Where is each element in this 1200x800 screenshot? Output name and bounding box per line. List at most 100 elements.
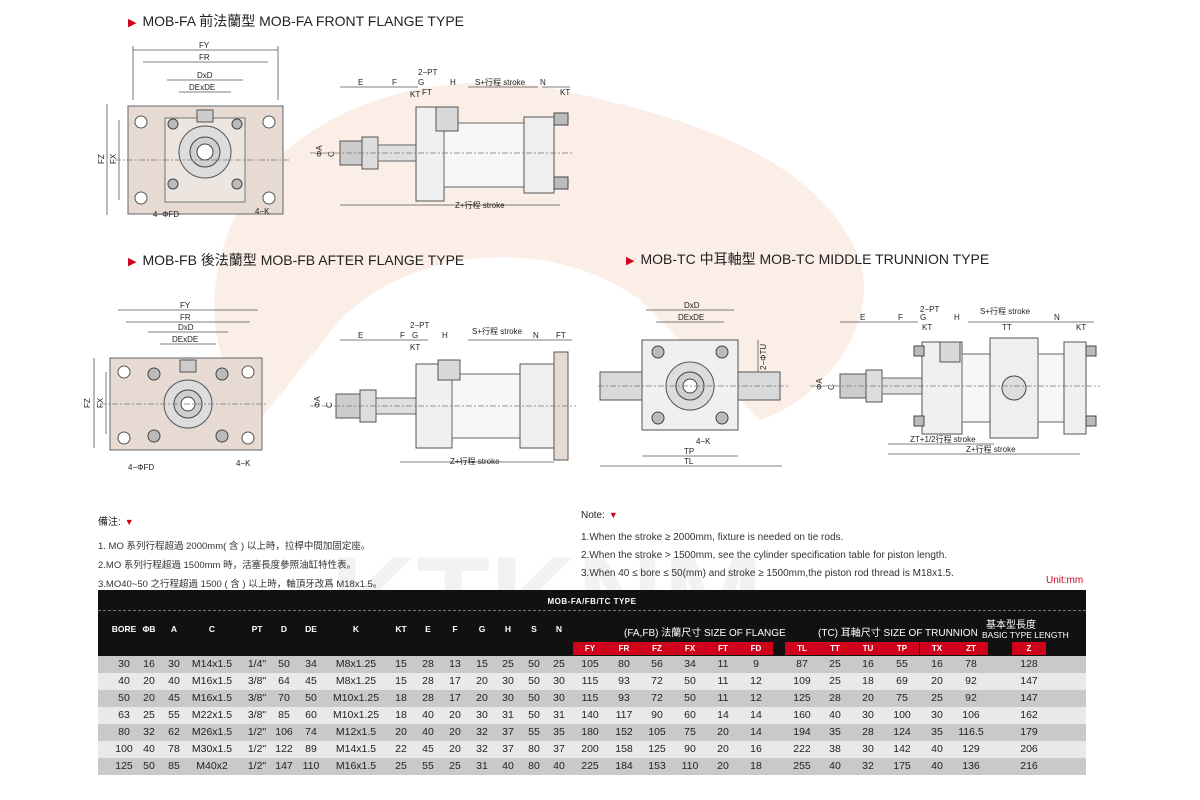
- group-basic-label-en: BASIC TYPE LENGTH: [982, 630, 1069, 640]
- table-cell: 55: [168, 709, 180, 721]
- title-front-flange-text: MOB-FA 前法蘭型 MOB-FA FRONT FLANGE TYPE: [142, 13, 464, 29]
- column-header: K: [352, 624, 360, 634]
- table-cell: 16: [750, 743, 762, 755]
- table-cell: 17: [449, 675, 461, 687]
- table-cell: 11: [717, 692, 729, 704]
- column-header: F: [452, 624, 458, 634]
- column-header: S: [531, 624, 537, 634]
- tc-dim-zthalf: ZT+1/2行程 stroke: [910, 434, 976, 444]
- table-cell: 78: [965, 658, 977, 670]
- table-caption: MOB-FA/FB/TC TYPE: [547, 597, 637, 606]
- table-cell: 56: [651, 658, 663, 670]
- fa-dim-dxd: DxD: [197, 71, 213, 80]
- table-cell: 85: [168, 760, 180, 772]
- table-cell: 11: [717, 658, 729, 670]
- sub-column-header: TL: [785, 642, 819, 655]
- fb-dim-n: N: [533, 331, 539, 340]
- fa-dim-f: F: [392, 78, 397, 87]
- table-cell: 12: [750, 675, 762, 687]
- fb-label-k: 4−K: [236, 459, 251, 468]
- tc-dim-pt: 2−PT: [920, 305, 939, 314]
- tc-dim-zstroke: Z+行程 stroke: [966, 444, 1016, 454]
- sub-column-header: Z: [1012, 642, 1046, 655]
- table-cell: 3/8": [247, 675, 267, 687]
- table-cell: 40: [829, 760, 841, 772]
- table-cell: 3/8": [247, 709, 267, 721]
- table-cell: 35: [829, 726, 841, 738]
- table-cell: 80: [118, 726, 130, 738]
- table-cell: 64: [278, 675, 290, 687]
- table-cell: 15: [395, 658, 407, 670]
- table-cell: 50: [528, 675, 540, 687]
- table-cell: 18: [750, 760, 762, 772]
- table-cell: 11: [717, 675, 729, 687]
- tc-dim-h: H: [954, 313, 960, 322]
- table-cell: 45: [305, 675, 317, 687]
- fb-dim-fr: FR: [180, 313, 191, 322]
- table-cell: 180: [581, 726, 599, 738]
- table-cell: 9: [753, 658, 759, 670]
- table-cell: 152: [615, 726, 633, 738]
- title-after-flange: ▶MOB-FB 後法蘭型 MOB-FB AFTER FLANGE TYPE: [128, 250, 464, 270]
- table-cell: 92: [965, 675, 977, 687]
- table-cell: 50: [684, 675, 696, 687]
- fb-dim-dxd: DxD: [178, 323, 194, 332]
- table-cell: 37: [553, 743, 565, 755]
- table-cell: 31: [502, 709, 514, 721]
- column-header: A: [170, 624, 178, 634]
- table-cell: 20: [395, 726, 407, 738]
- fb-dim-pt: 2−PT: [410, 321, 429, 330]
- fb-dim-fx: FX: [96, 397, 105, 408]
- fa-dim-kt: KT: [410, 90, 420, 99]
- table-cell: 255: [793, 760, 811, 772]
- fa-dim-n: N: [540, 78, 546, 87]
- tc-dim-tu: 2−ΦTU: [759, 344, 768, 370]
- table-cell: 25: [502, 658, 514, 670]
- table-cell: 117: [615, 709, 633, 721]
- title-middle-trunnion-text: MOB-TC 中耳軸型 MOB-TC MIDDLE TRUNNION TYPE: [640, 251, 990, 267]
- table-cell: 18: [862, 675, 874, 687]
- table-cell: 14: [750, 709, 762, 721]
- table-cell: M26x1.5: [191, 726, 233, 738]
- table-cell: 30: [862, 709, 874, 721]
- table-cell: 50: [278, 658, 290, 670]
- table-cell: 3/8": [247, 692, 267, 704]
- table-cell: 13: [449, 658, 461, 670]
- fb-dim-sstroke: S+行程 stroke: [472, 326, 523, 336]
- table-cell: 18: [395, 692, 407, 704]
- fa-dim-c: C: [327, 151, 336, 157]
- table-cell: 20: [717, 743, 729, 755]
- fb-dim-fz: FZ: [83, 398, 92, 408]
- notes-en-heading-text: Note:: [581, 510, 605, 521]
- table-cell: 40: [931, 760, 943, 772]
- table-cell: 100: [893, 709, 911, 721]
- table-cell: 25: [829, 675, 841, 687]
- tc-side-view-drawing: E F 2−PT G KT H S+行程 stroke TT N KT ΦA C…: [810, 305, 1100, 455]
- fa-front-view-drawing: FY FR DxD DExDE FZ FX 4−ΦFD 4−K: [97, 41, 290, 219]
- title-middle-trunnion: ▶MOB-TC 中耳軸型 MOB-TC MIDDLE TRUNNION TYPE: [626, 249, 989, 269]
- fa-side-view-drawing: E F 2−PT G KT FT H S+行程 stroke N KT ΦA C…: [310, 68, 572, 210]
- table-cell: 1/2": [247, 760, 267, 772]
- table-cell: 110: [302, 760, 320, 772]
- table-cell: 45: [168, 692, 180, 704]
- table-cell: 25: [829, 658, 841, 670]
- table-cell: 20: [449, 726, 461, 738]
- table-cell: 80: [528, 760, 540, 772]
- sub-column-header: FR: [607, 642, 641, 655]
- table-cell: 38: [829, 743, 841, 755]
- table-cell: 20: [717, 760, 729, 772]
- table-cell: M16x1.5: [335, 760, 377, 772]
- table-cell: 93: [618, 692, 630, 704]
- table-cell: 34: [305, 658, 317, 670]
- table-cell: 20: [449, 709, 461, 721]
- table-cell: 55: [528, 726, 540, 738]
- table-cell: 160: [793, 709, 811, 721]
- fa-dim-fy: FY: [199, 41, 210, 50]
- tc-dim-tl: TL: [684, 457, 694, 466]
- table-cell: 25: [395, 760, 407, 772]
